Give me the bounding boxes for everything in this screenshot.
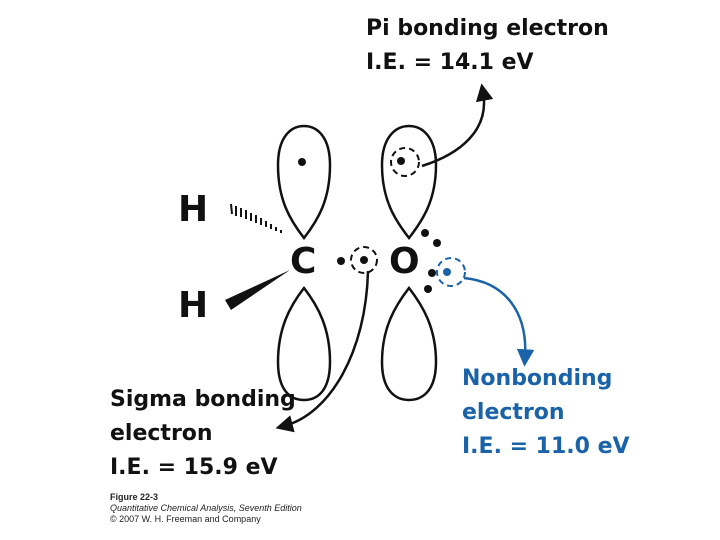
figure-caption: Figure 22-3 Quantitative Chemical Analys… [110, 492, 302, 525]
nonbonding-label-line2: electron [462, 400, 565, 425]
hydrogen-atom-top: H [178, 189, 209, 230]
oxygen-p-orbital-upper-lobe [380, 124, 438, 241]
sigma-electron-dashed-ring [350, 246, 378, 274]
nonbonding-label: Nonbonding electron I.E. = 11.0 eV [462, 362, 630, 464]
lone-pair-electron [428, 269, 436, 277]
nonbonding-label-arrow [463, 276, 535, 367]
lone-pair-electron [433, 239, 441, 247]
sigma-label-line2: electron [110, 421, 213, 446]
oxygen-atom: O [389, 241, 420, 282]
oxygen-p-orbital-lower-lobe [380, 285, 438, 402]
carbon-p-orbital-lower-lobe [276, 285, 332, 402]
pi-label-arrow [421, 83, 494, 168]
pi-bonding-label: Pi bonding electron I.E. = 14.1 eV [366, 12, 609, 80]
carbon-p-orbital-upper-lobe [276, 124, 332, 241]
nonbonding-electron-dashed-ring [436, 257, 466, 287]
sigma-bonding-label: Sigma bonding electron I.E. = 15.9 eV [110, 383, 296, 485]
figure-number: Figure 22-3 [110, 492, 159, 502]
sigma-electron-left [337, 257, 345, 265]
pi-electron-dashed-ring [390, 147, 420, 177]
solid-wedge-bond [225, 270, 290, 310]
nonbonding-label-line1: Nonbonding [462, 366, 613, 391]
nonbonding-label-ionization-energy: I.E. = 11.0 eV [462, 434, 630, 459]
sigma-bonding-electron [360, 256, 368, 264]
sigma-label-arrow [275, 270, 370, 433]
nonbonding-electron [443, 268, 451, 276]
pi-bonding-electron [397, 157, 405, 165]
book-title: Quantitative Chemical Analysis, Seventh … [110, 503, 302, 513]
sigma-label-line1: Sigma bonding [110, 387, 296, 412]
pi-label-ionization-energy: I.E. = 14.1 eV [366, 50, 534, 75]
lone-pair-electron [421, 229, 429, 237]
sigma-label-ionization-energy: I.E. = 15.9 eV [110, 455, 278, 480]
hydrogen-atom-bottom: H [178, 285, 209, 326]
carbon-pi-electron [298, 158, 306, 166]
hashed-wedge-bond [230, 203, 282, 233]
carbon-atom: C [290, 241, 317, 282]
copyright-notice: © 2007 W. H. Freeman and Company [110, 514, 261, 524]
pi-label-line1: Pi bonding electron [366, 16, 609, 41]
lone-pair-electron [424, 285, 432, 293]
